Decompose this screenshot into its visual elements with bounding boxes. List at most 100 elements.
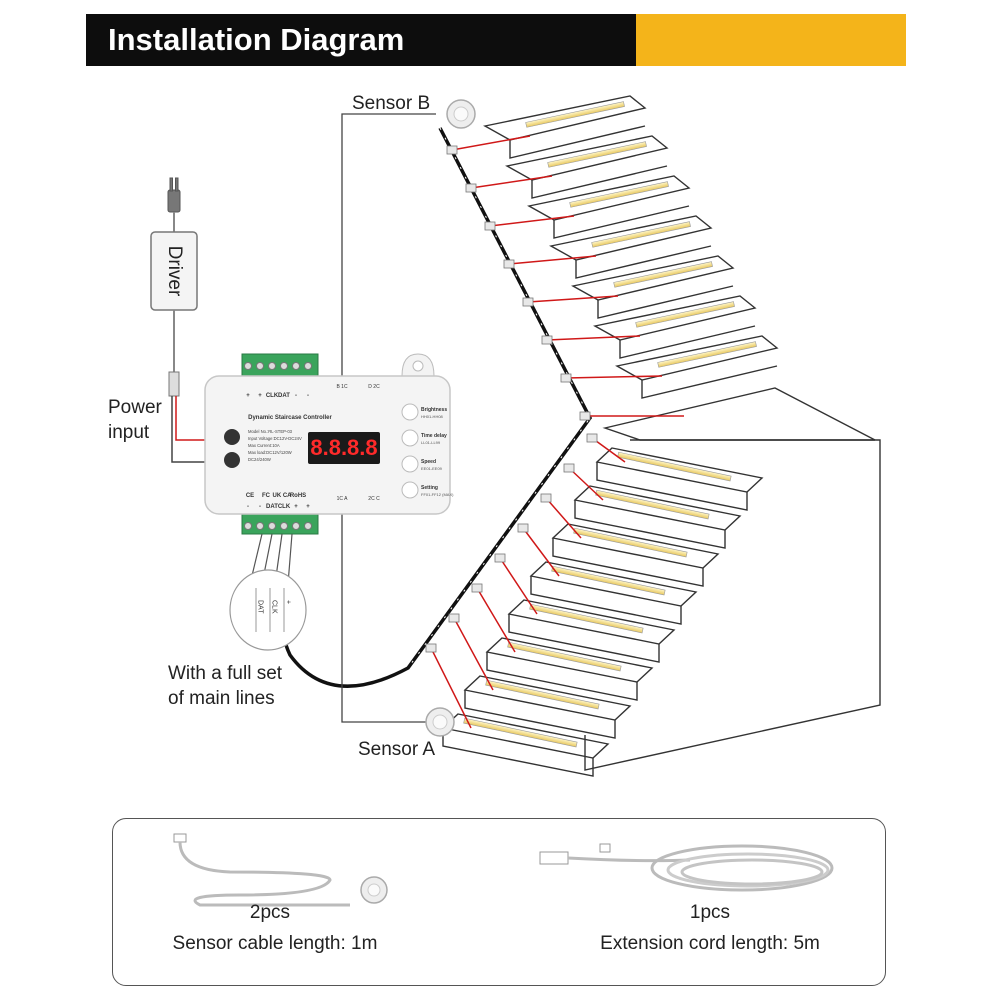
terminal-screw <box>244 522 252 530</box>
bottom-terminal-label: CLK <box>278 504 291 510</box>
button-sublabel: EE01-EE09 <box>421 466 443 471</box>
top-terminal-label: CLK <box>266 393 279 399</box>
sensor-port-label: 2C C <box>368 496 380 502</box>
page-title: Installation Diagram <box>108 22 405 57</box>
led-strip <box>507 641 622 672</box>
wire-tag: CLK <box>271 600 278 614</box>
stair-riser <box>464 690 616 739</box>
red-branch-wire <box>545 497 582 539</box>
stair-riser <box>508 614 660 663</box>
red-branch-wire <box>451 135 531 151</box>
sensor-cable-qty: 2pcs <box>249 902 291 923</box>
button-label: Setting <box>421 485 438 491</box>
extension-cord-image <box>539 843 834 892</box>
stair-side-wall <box>584 439 881 771</box>
cert-mark: CE <box>246 493 254 499</box>
wire-connector <box>522 297 534 307</box>
led-strip <box>569 181 669 208</box>
led-strip <box>463 717 578 748</box>
header-accent-stripe <box>636 14 906 66</box>
sensor-port-label: B 1C <box>336 384 348 390</box>
bottom-terminal-label: - <box>247 504 249 510</box>
spec-line: Input Voltage:DC12V-DC24V <box>248 436 302 441</box>
terminal-screw <box>256 362 264 370</box>
power-input-label-line2: input <box>108 422 150 443</box>
red-branch-wire <box>489 215 575 227</box>
main-lines-label-line2: of main lines <box>168 688 275 709</box>
led-strip <box>657 341 757 368</box>
header-bar: Installation Diagram <box>86 14 906 66</box>
stair-riser <box>619 325 756 359</box>
led-strip <box>591 221 691 248</box>
controller-button <box>401 481 419 499</box>
led-strip <box>529 603 644 634</box>
led-display: 8.8.8.8 <box>310 435 377 460</box>
red-branch-wire <box>546 335 641 341</box>
stair-riser <box>575 245 712 279</box>
controller-name: Dynamic Staircase Controller <box>248 415 332 421</box>
terminal-screw <box>280 522 288 530</box>
red-branch-wire <box>591 437 626 463</box>
led-strip <box>485 679 600 710</box>
stair-riser <box>486 652 638 701</box>
wire-connector <box>579 411 591 421</box>
sensor-a-icon <box>425 707 455 737</box>
terminal-screw <box>244 362 252 370</box>
terminal-screw <box>268 362 276 370</box>
wire-connector <box>503 259 515 269</box>
sensor-a-cable <box>341 505 428 723</box>
bottom-terminal-label: DAT <box>266 504 278 510</box>
led-strip <box>617 451 732 482</box>
controller-button <box>401 403 419 421</box>
stair-riser <box>552 538 704 587</box>
sensor-cable-desc: Sensor cable length: 1m <box>172 933 378 954</box>
led-strip <box>551 565 666 596</box>
wire-connector <box>471 583 483 593</box>
terminal-screw <box>304 522 312 530</box>
terminal-screw <box>280 362 288 370</box>
stair-riser <box>574 500 726 549</box>
button-label: Brightness <box>421 407 447 413</box>
sensor-b-icon <box>446 99 476 129</box>
wire-connector <box>484 221 496 231</box>
dc-connector <box>168 371 180 397</box>
wire-tag: DAT <box>257 600 264 614</box>
red-branch-wire <box>430 647 472 729</box>
bottom-terminal-label: + <box>306 504 310 510</box>
red-branch-wire <box>476 587 516 653</box>
wire-connector <box>448 613 460 623</box>
accessories-panel <box>112 818 886 986</box>
power-input-label-line1: Power <box>108 397 162 418</box>
red-branch-wire <box>499 557 538 615</box>
wire-connector <box>494 553 506 563</box>
wire-connector <box>540 493 552 503</box>
led-strip <box>547 141 647 168</box>
stair-riser <box>597 285 734 319</box>
wire-connector <box>446 145 458 155</box>
red-branch-wire <box>453 617 494 691</box>
wire-connector <box>425 643 437 653</box>
wire-connector <box>541 335 553 345</box>
stair-riser <box>442 728 594 777</box>
power-plug-icon <box>167 177 181 213</box>
driver-icon: Driver <box>150 231 198 311</box>
red-branch-wire <box>527 295 619 303</box>
controller-button <box>401 455 419 473</box>
driver-label: Driver <box>164 246 185 297</box>
sensor-cable-image <box>173 833 388 907</box>
terminal-screw <box>304 362 312 370</box>
terminal-screw <box>256 522 264 530</box>
stair-riser <box>509 125 646 159</box>
bottom-terminal-label: - <box>259 504 261 510</box>
red-branch-wire <box>470 175 553 189</box>
spec-line: DC24/240W <box>248 457 271 462</box>
extension-cord-desc: Extension cord length: 5m <box>600 933 820 954</box>
sensor-b-cable <box>341 113 436 388</box>
wire-connector <box>517 523 529 533</box>
main-lines-label-line1: With a full set <box>168 663 283 684</box>
top-terminal-label: DAT <box>278 393 290 399</box>
upper-stair-flight <box>483 95 779 399</box>
cert-mark: UK CA <box>273 493 293 499</box>
spec-line: Model No.:RL-STEP-03 <box>248 429 293 434</box>
